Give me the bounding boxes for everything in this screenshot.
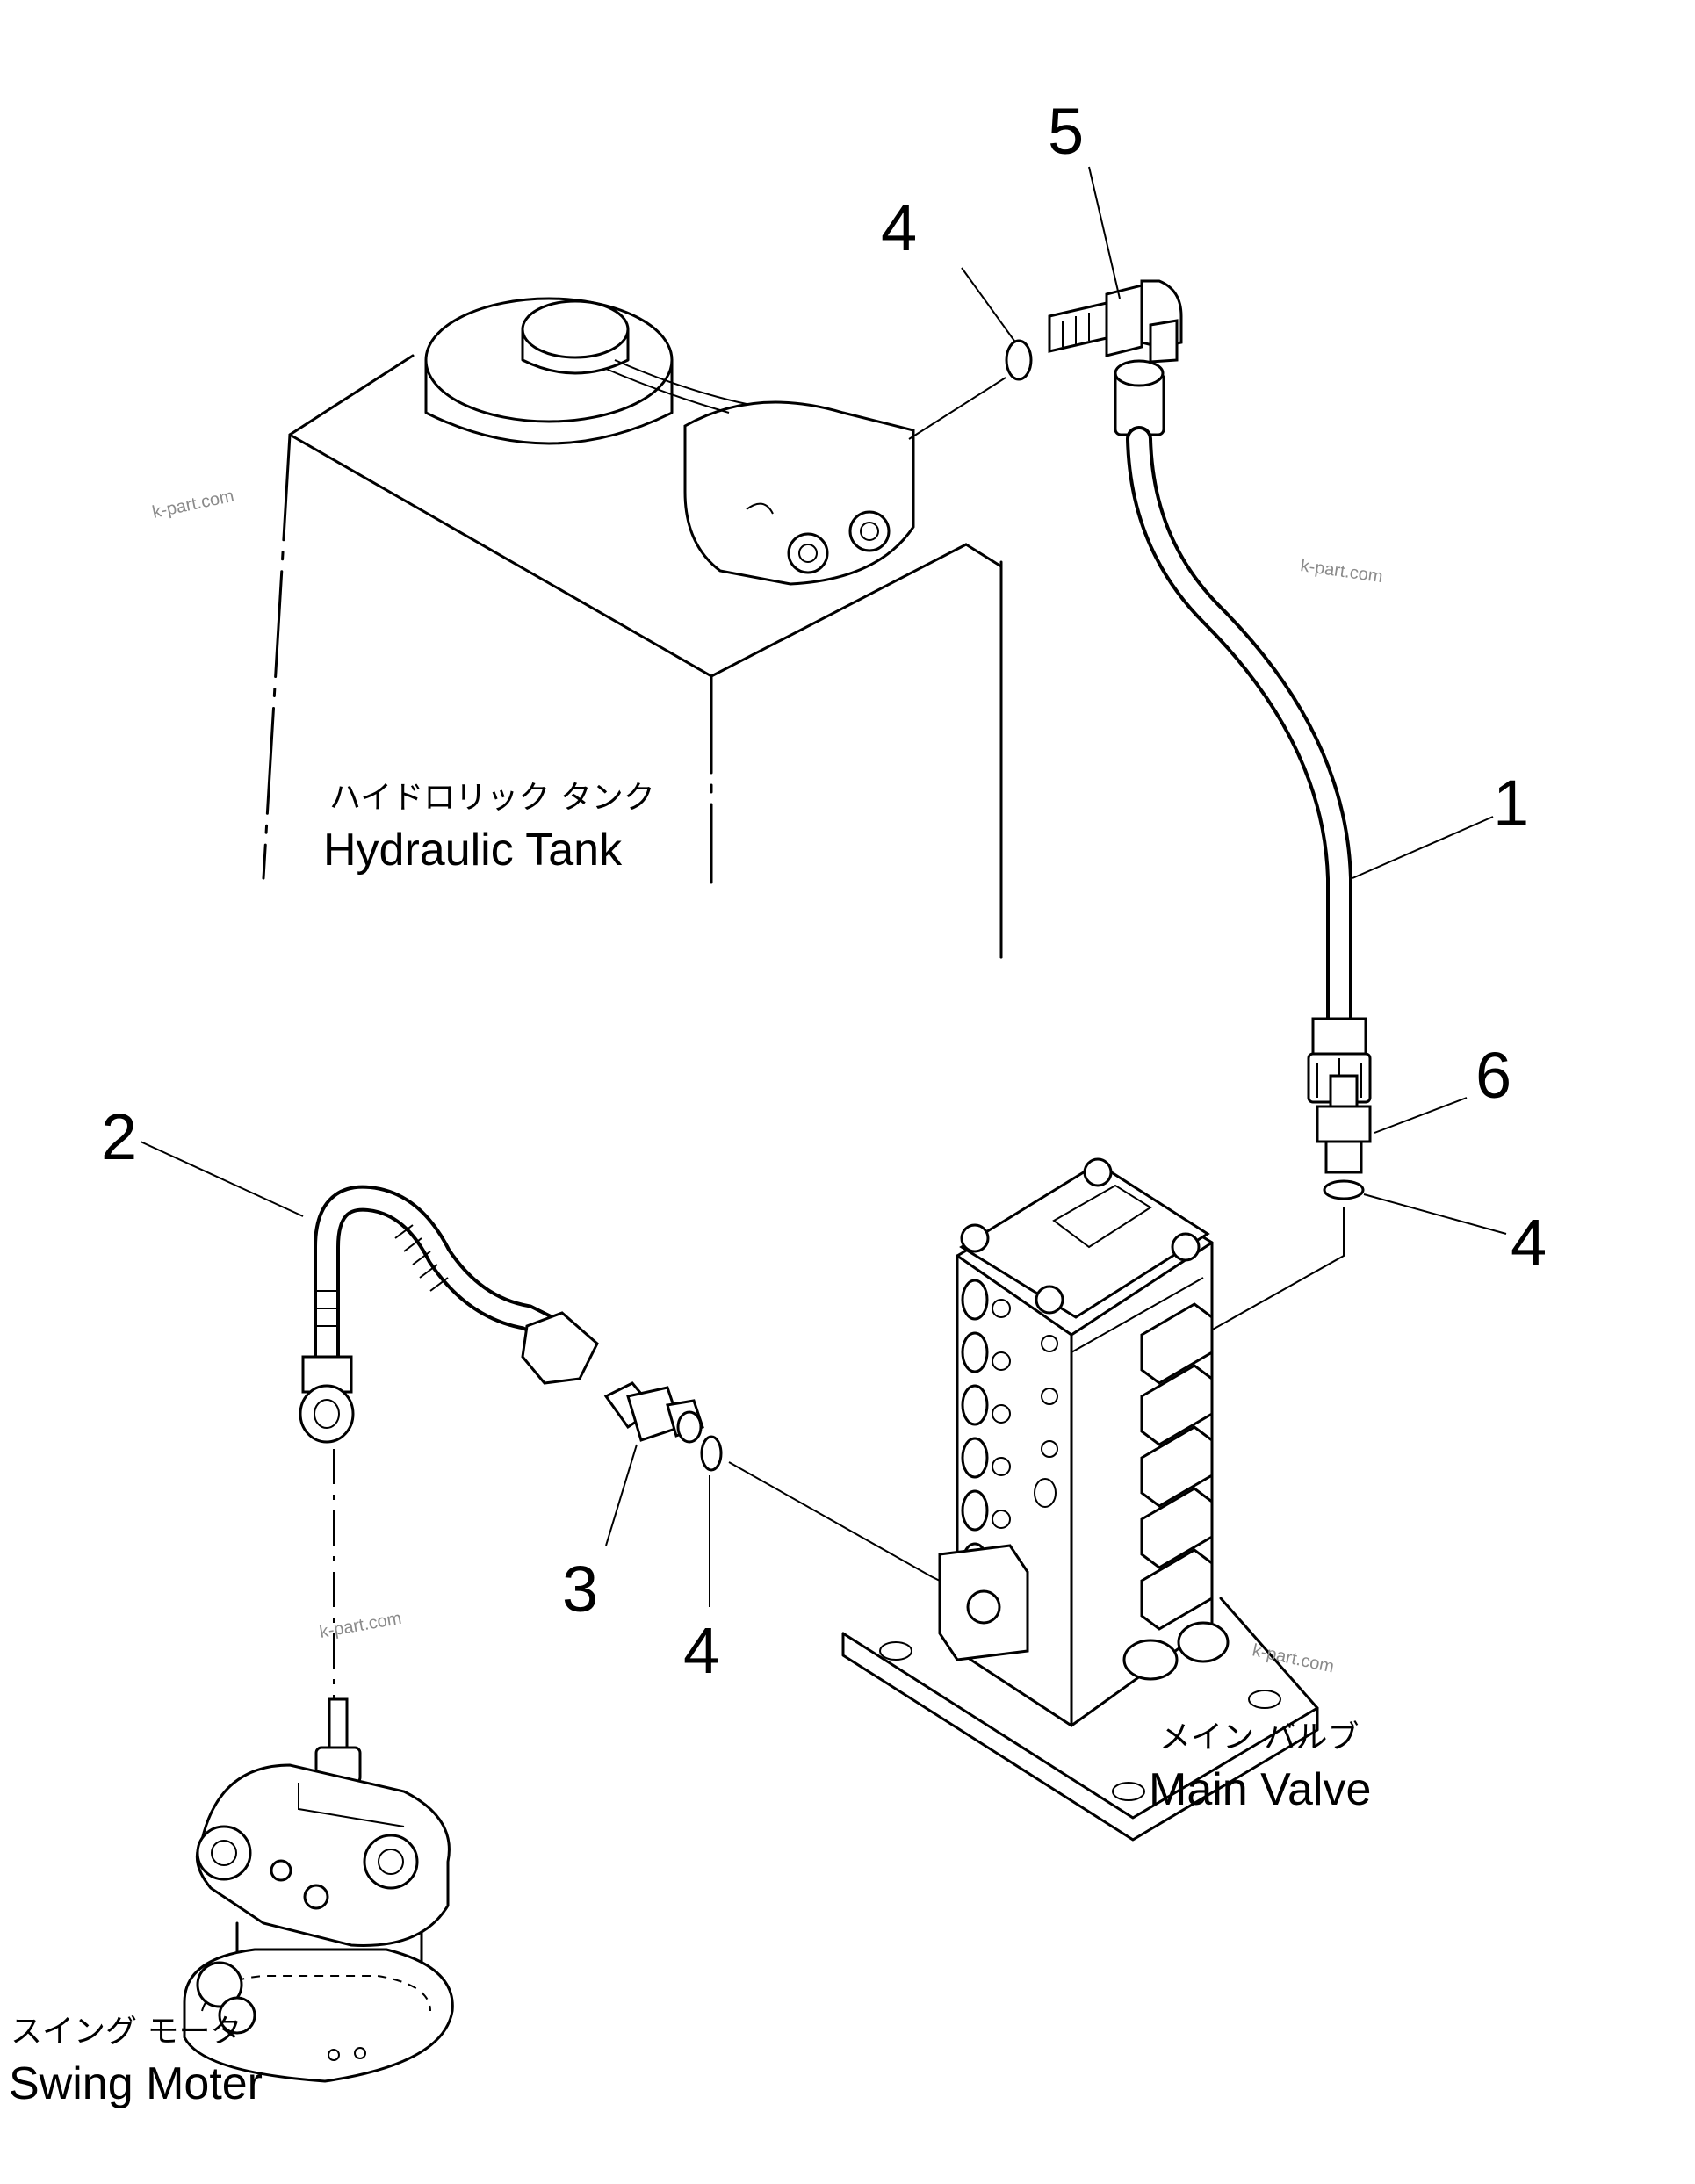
adapter-6 [1316,1074,1372,1174]
main-valve-label: Main Valve [1149,1764,1371,1815]
hydraulic-tank-drawing [262,297,1003,959]
leader-1 [1352,816,1494,879]
leader-4-right [1363,1193,1507,1235]
callout-5: 5 [1048,95,1084,168]
watermark: k-part.com [150,487,235,523]
main-valve-drawing [841,1157,1319,1842]
o-ring-4-right [1323,1179,1365,1200]
leader-4-top-callout [961,267,1020,348]
watermark: k-part.com [1251,1640,1336,1676]
leader-2 [140,1141,304,1217]
hydraulic-tank-label-jp: ハイドロリック タンク [329,780,655,816]
o-ring-4-top [1005,339,1033,381]
adapter-3 [603,1381,704,1444]
leader-4-lower-to-valve [728,1461,941,1582]
swing-motor-drawing [183,1697,454,2083]
leader-5 [1088,166,1121,299]
watermark: k-part.com [1299,556,1384,587]
watermark: k-part.com [318,1609,403,1642]
leader-3 [605,1444,638,1546]
o-ring-4-lower [700,1435,723,1472]
hose-2 [299,1185,599,1444]
main-valve-label-jp: メイン バルブ [1159,1719,1359,1755]
hose-1 [1114,359,1372,1104]
callout-4-lower: 4 [683,1614,719,1687]
swing-motor-label-jp: スイング モータ [11,2014,242,2050]
callout-6: 6 [1475,1039,1511,1112]
hydraulic-tank-label: Hydraulic Tank [323,825,623,876]
leader-6 [1374,1097,1468,1134]
callout-1: 1 [1493,767,1529,840]
callout-4-right: 4 [1511,1206,1547,1279]
callout-2: 2 [101,1100,137,1173]
elbow-fitting-5 [1048,279,1183,364]
callout-4-top: 4 [881,191,917,264]
swing-motor-label: Swing Moter [9,2058,263,2109]
callout-3: 3 [562,1553,598,1625]
leader-4-top [908,377,1006,440]
